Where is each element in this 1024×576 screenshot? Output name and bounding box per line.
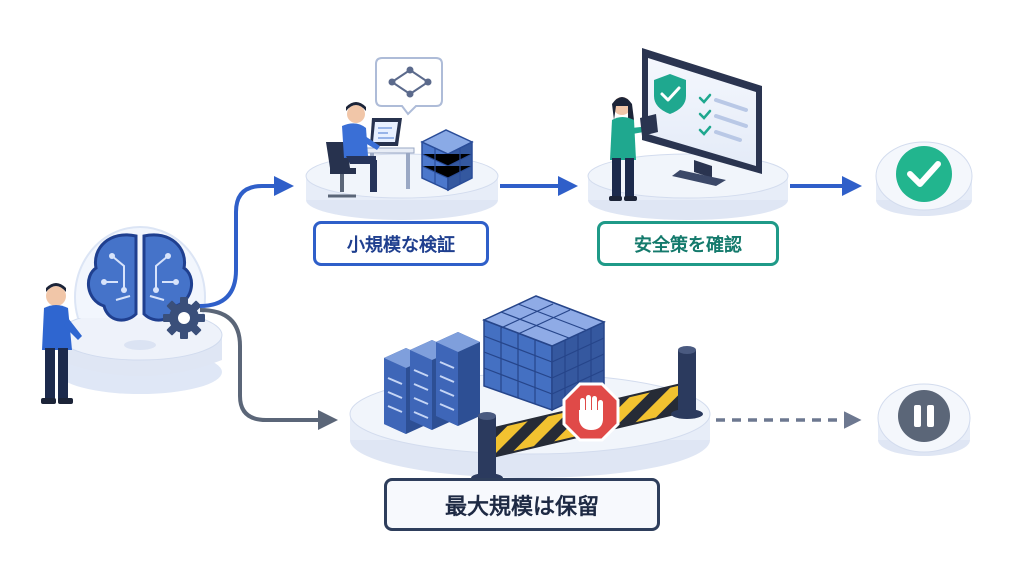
pause-icon	[898, 390, 950, 442]
server-racks	[384, 332, 480, 434]
ai-platform	[57, 225, 223, 394]
developer-at-desk	[326, 102, 415, 198]
gear-icon	[163, 297, 205, 339]
shield-check-icon	[654, 74, 686, 114]
safety-check-label: 安全策を確認	[597, 221, 779, 266]
connector-to-max-scale	[199, 308, 338, 430]
checkmark-icon	[896, 146, 952, 202]
barrier-post-right	[671, 346, 703, 419]
brain-circuit-icon	[87, 233, 193, 322]
max-scale-hold-label: 最大規模は保留	[384, 478, 660, 531]
flow-diagram-icon	[375, 57, 443, 116]
reviewer-with-tablet	[609, 97, 658, 201]
person-operator	[41, 283, 82, 404]
stop-hand-icon	[562, 382, 620, 442]
checklist	[698, 93, 748, 142]
small-scale-label: 小規模な検証	[313, 221, 489, 266]
connector-to-small-scale	[199, 176, 294, 308]
server-blocks-small	[420, 129, 474, 192]
